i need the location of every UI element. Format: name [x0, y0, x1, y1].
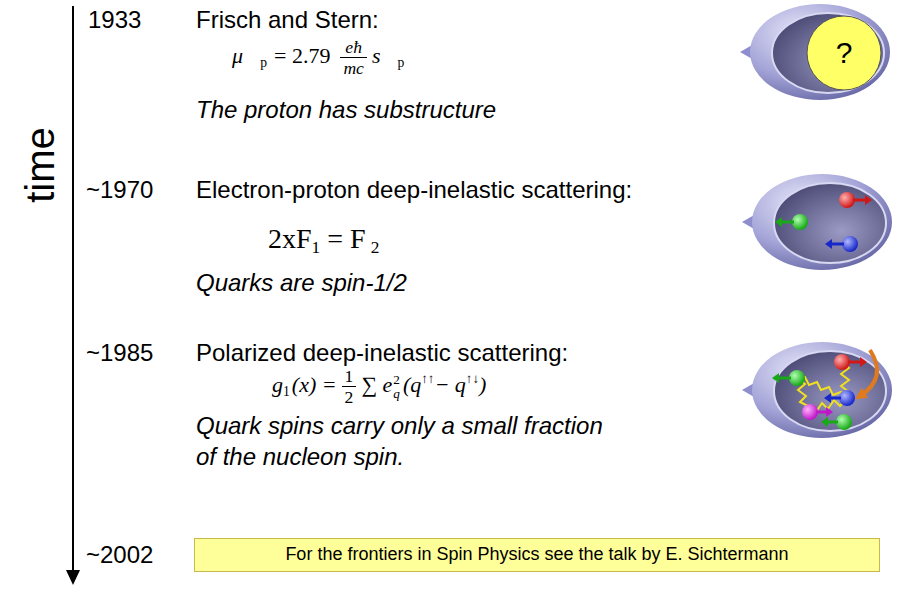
axis-label: time [16, 115, 64, 215]
spin-arrowhead [824, 393, 831, 403]
proton-shell [740, 4, 890, 100]
spin-arrow [816, 411, 826, 414]
axis-arrowhead [66, 570, 80, 585]
formula-term: (q [403, 372, 421, 398]
spin-arrowhead [772, 373, 779, 383]
formula-subscript: p [260, 55, 267, 71]
heading: Electron-proton deep-inelastic scatterin… [196, 176, 632, 205]
formula-subscript: 1 [283, 384, 290, 400]
quark [834, 354, 850, 370]
note: Quark spins carry only a small fraction … [196, 410, 616, 472]
formula-term: − q [434, 372, 465, 398]
quark [836, 414, 852, 430]
orbital-arrow [860, 350, 877, 396]
spin-arrow [848, 361, 860, 364]
spin-arrowhead [860, 357, 867, 367]
formula-superscript: 2 [393, 373, 400, 387]
fraction-numerator: 1 [342, 366, 357, 386]
proton-shell [742, 342, 892, 438]
spin-arrowhead [865, 195, 872, 205]
formula-term: ∑ e [361, 372, 392, 398]
heading: Polarized deep-inelastic scattering: [196, 339, 568, 368]
spin-arrowhead [826, 407, 833, 417]
year: ~2002 [86, 541, 153, 570]
script-stack: 2q [393, 373, 400, 401]
spin-arrowhead [821, 417, 828, 427]
core-ellipse [807, 16, 881, 90]
note: The proton has substructure [196, 96, 496, 125]
fraction: eħmc [340, 37, 367, 78]
proton-gluons [742, 342, 892, 438]
fraction-denominator: mc [340, 57, 367, 78]
formula-term: (x) = [292, 372, 337, 398]
formula: μ⃗p= 2.79eħmcs⃗p [232, 37, 406, 78]
formula-superscript: ↑↓ [466, 371, 479, 387]
formula-subscript: q [393, 387, 400, 401]
formula-term: 2xF [268, 222, 312, 256]
formula-term: = F [327, 222, 365, 256]
note-box: For the frontiers in Spin Physics see th… [194, 538, 880, 572]
formula-term: ) [479, 372, 486, 398]
formula-symbol: s⃗ [372, 43, 398, 69]
spin-arrowhead [775, 217, 782, 227]
spin-arrow [828, 421, 838, 424]
unknown-core: ? [806, 15, 882, 91]
note: Quarks are spin-1/2 [196, 269, 407, 298]
quark [839, 192, 855, 208]
quark [839, 390, 855, 406]
formula-term: = 2.79 [274, 43, 330, 69]
quark [789, 370, 805, 386]
fraction-denominator: 2 [342, 386, 357, 407]
proton-quarks [742, 174, 892, 270]
formula-superscript: ↑↑ [421, 371, 434, 387]
proton-shell [742, 174, 892, 270]
fraction: 12 [342, 366, 357, 407]
spin-arrow [853, 199, 865, 202]
formula-subscript: 2 [371, 238, 380, 259]
formula: g1(x) =12∑ e2q(q↑↑− q↑↓) [272, 366, 486, 407]
quark [842, 236, 858, 252]
quark [802, 404, 818, 420]
formula-subscript: 1 [312, 238, 321, 259]
node-text: For the frontiers in Spin Physics see th… [285, 544, 788, 566]
year: 1933 [88, 6, 141, 35]
node-text: ? [836, 35, 853, 71]
year: ~1970 [86, 176, 153, 205]
year: ~1985 [86, 339, 153, 368]
formula-symbol: g [272, 372, 283, 398]
spin-arrow [782, 221, 794, 224]
spin-arrowhead [825, 239, 832, 249]
formula-subscript: p [398, 55, 405, 71]
spin-arrow [832, 243, 844, 246]
spin-arrow [831, 397, 841, 400]
time-axis [72, 6, 74, 572]
heading: Frisch and Stern: [196, 6, 379, 35]
formula-symbol: μ⃗ [232, 43, 260, 69]
fraction-numerator: eħ [342, 37, 365, 57]
spin-arrow [779, 377, 791, 380]
formula: 2xF1 = F 2 [268, 222, 381, 259]
quark [792, 214, 808, 230]
